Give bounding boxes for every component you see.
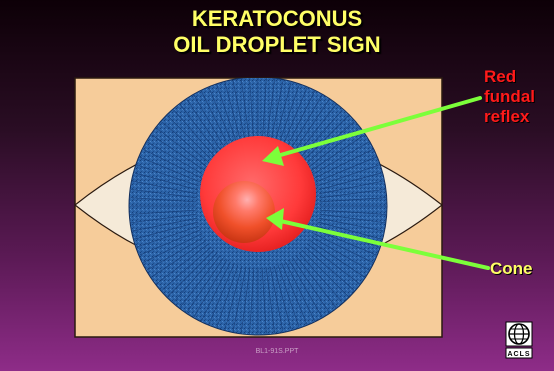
label-cone: Cone [490, 259, 533, 279]
label-red-fundal-reflex: Red fundal reflex [484, 67, 535, 127]
label-red-line-2: fundal [484, 87, 535, 107]
label-red-line-1: Red [484, 67, 535, 87]
label-red-line-3: reflex [484, 107, 535, 127]
cone-droplet [213, 181, 275, 243]
aclp-logo: ACLS [504, 320, 534, 360]
footer-filename: BL1-91S.PPT [0, 348, 554, 355]
aclp-logo-text: ACLS [507, 351, 530, 358]
